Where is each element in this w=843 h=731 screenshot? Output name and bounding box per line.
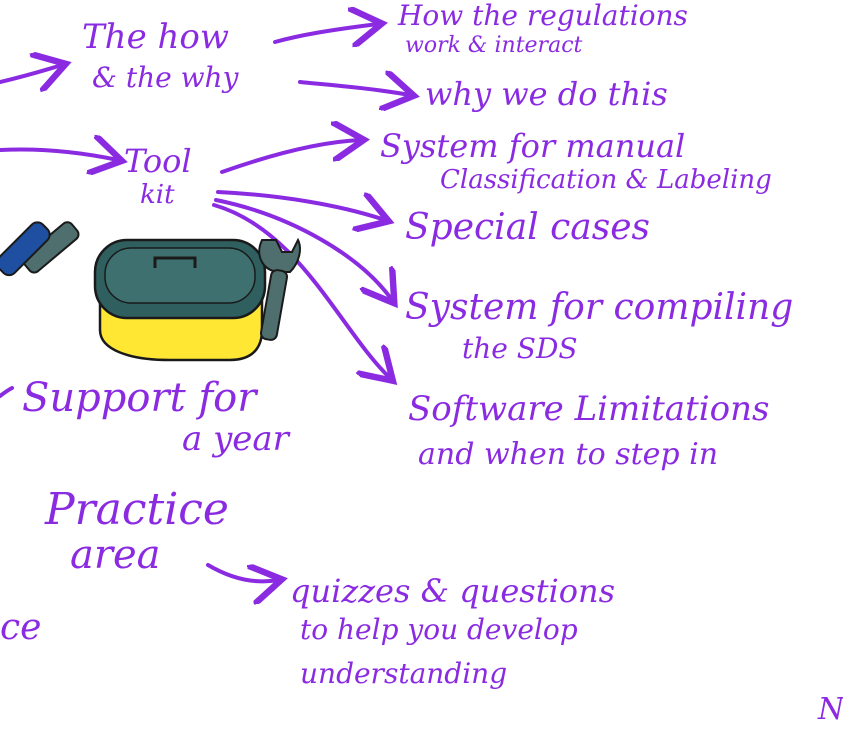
node-software-limitations-line2: and when to step in	[418, 437, 719, 472]
node-support-line2: a year	[182, 419, 289, 459]
node-compiling-sds-line2: the SDS	[462, 332, 578, 365]
node-quizzes-line3: understanding	[300, 657, 508, 690]
node-quizzes-line2: to help you develop	[300, 613, 578, 646]
node-compiling-sds-line1: System for compiling	[405, 287, 794, 328]
node-manual-classification-line1: System for manual	[380, 127, 686, 165]
node-how-why-line2: & the why	[92, 61, 239, 94]
arrow-how-why-to-regulations	[273, 24, 378, 42]
node-practice-area-line2: area	[70, 532, 161, 578]
arrow-into-support	[0, 386, 14, 398]
node-special-cases: Special cases	[405, 207, 650, 248]
node-software-limitations-line1: Software Limitations	[408, 389, 770, 429]
node-partial-left: ce	[0, 607, 42, 648]
node-tool-kit-line1: Tool	[124, 142, 192, 180]
node-practice-area-line1: Practice	[45, 484, 229, 535]
node-why-we-do: why we do this	[425, 75, 668, 113]
arrow-into-tool-kit	[0, 149, 118, 160]
arrow-how-why-to-why-we-do	[298, 82, 410, 95]
hammer-icon	[0, 221, 80, 277]
arrow-toolkit-to-special	[216, 190, 385, 220]
toolbox-icon	[93, 238, 267, 362]
node-partial-right: N	[818, 692, 843, 727]
wrench-icon	[258, 237, 301, 341]
arrow-into-how-why	[0, 65, 62, 82]
node-quizzes-line1: quizzes & questions	[290, 572, 616, 610]
node-regulations-line2: work & interact	[405, 33, 583, 58]
node-support-line1: Support for	[22, 375, 257, 421]
arrow-toolkit-to-sds	[214, 198, 392, 300]
node-tool-kit-line2: kit	[140, 180, 175, 210]
node-manual-classification-line2: Classification & Labeling	[440, 165, 772, 195]
arrow-practice-to-quizzes	[206, 565, 278, 581]
arrow-toolkit-to-software	[212, 203, 390, 378]
node-regulations-line1: How the regulations	[398, 0, 688, 32]
arrow-toolkit-to-manual	[220, 140, 360, 174]
node-how-why-line1: The how	[82, 17, 229, 57]
